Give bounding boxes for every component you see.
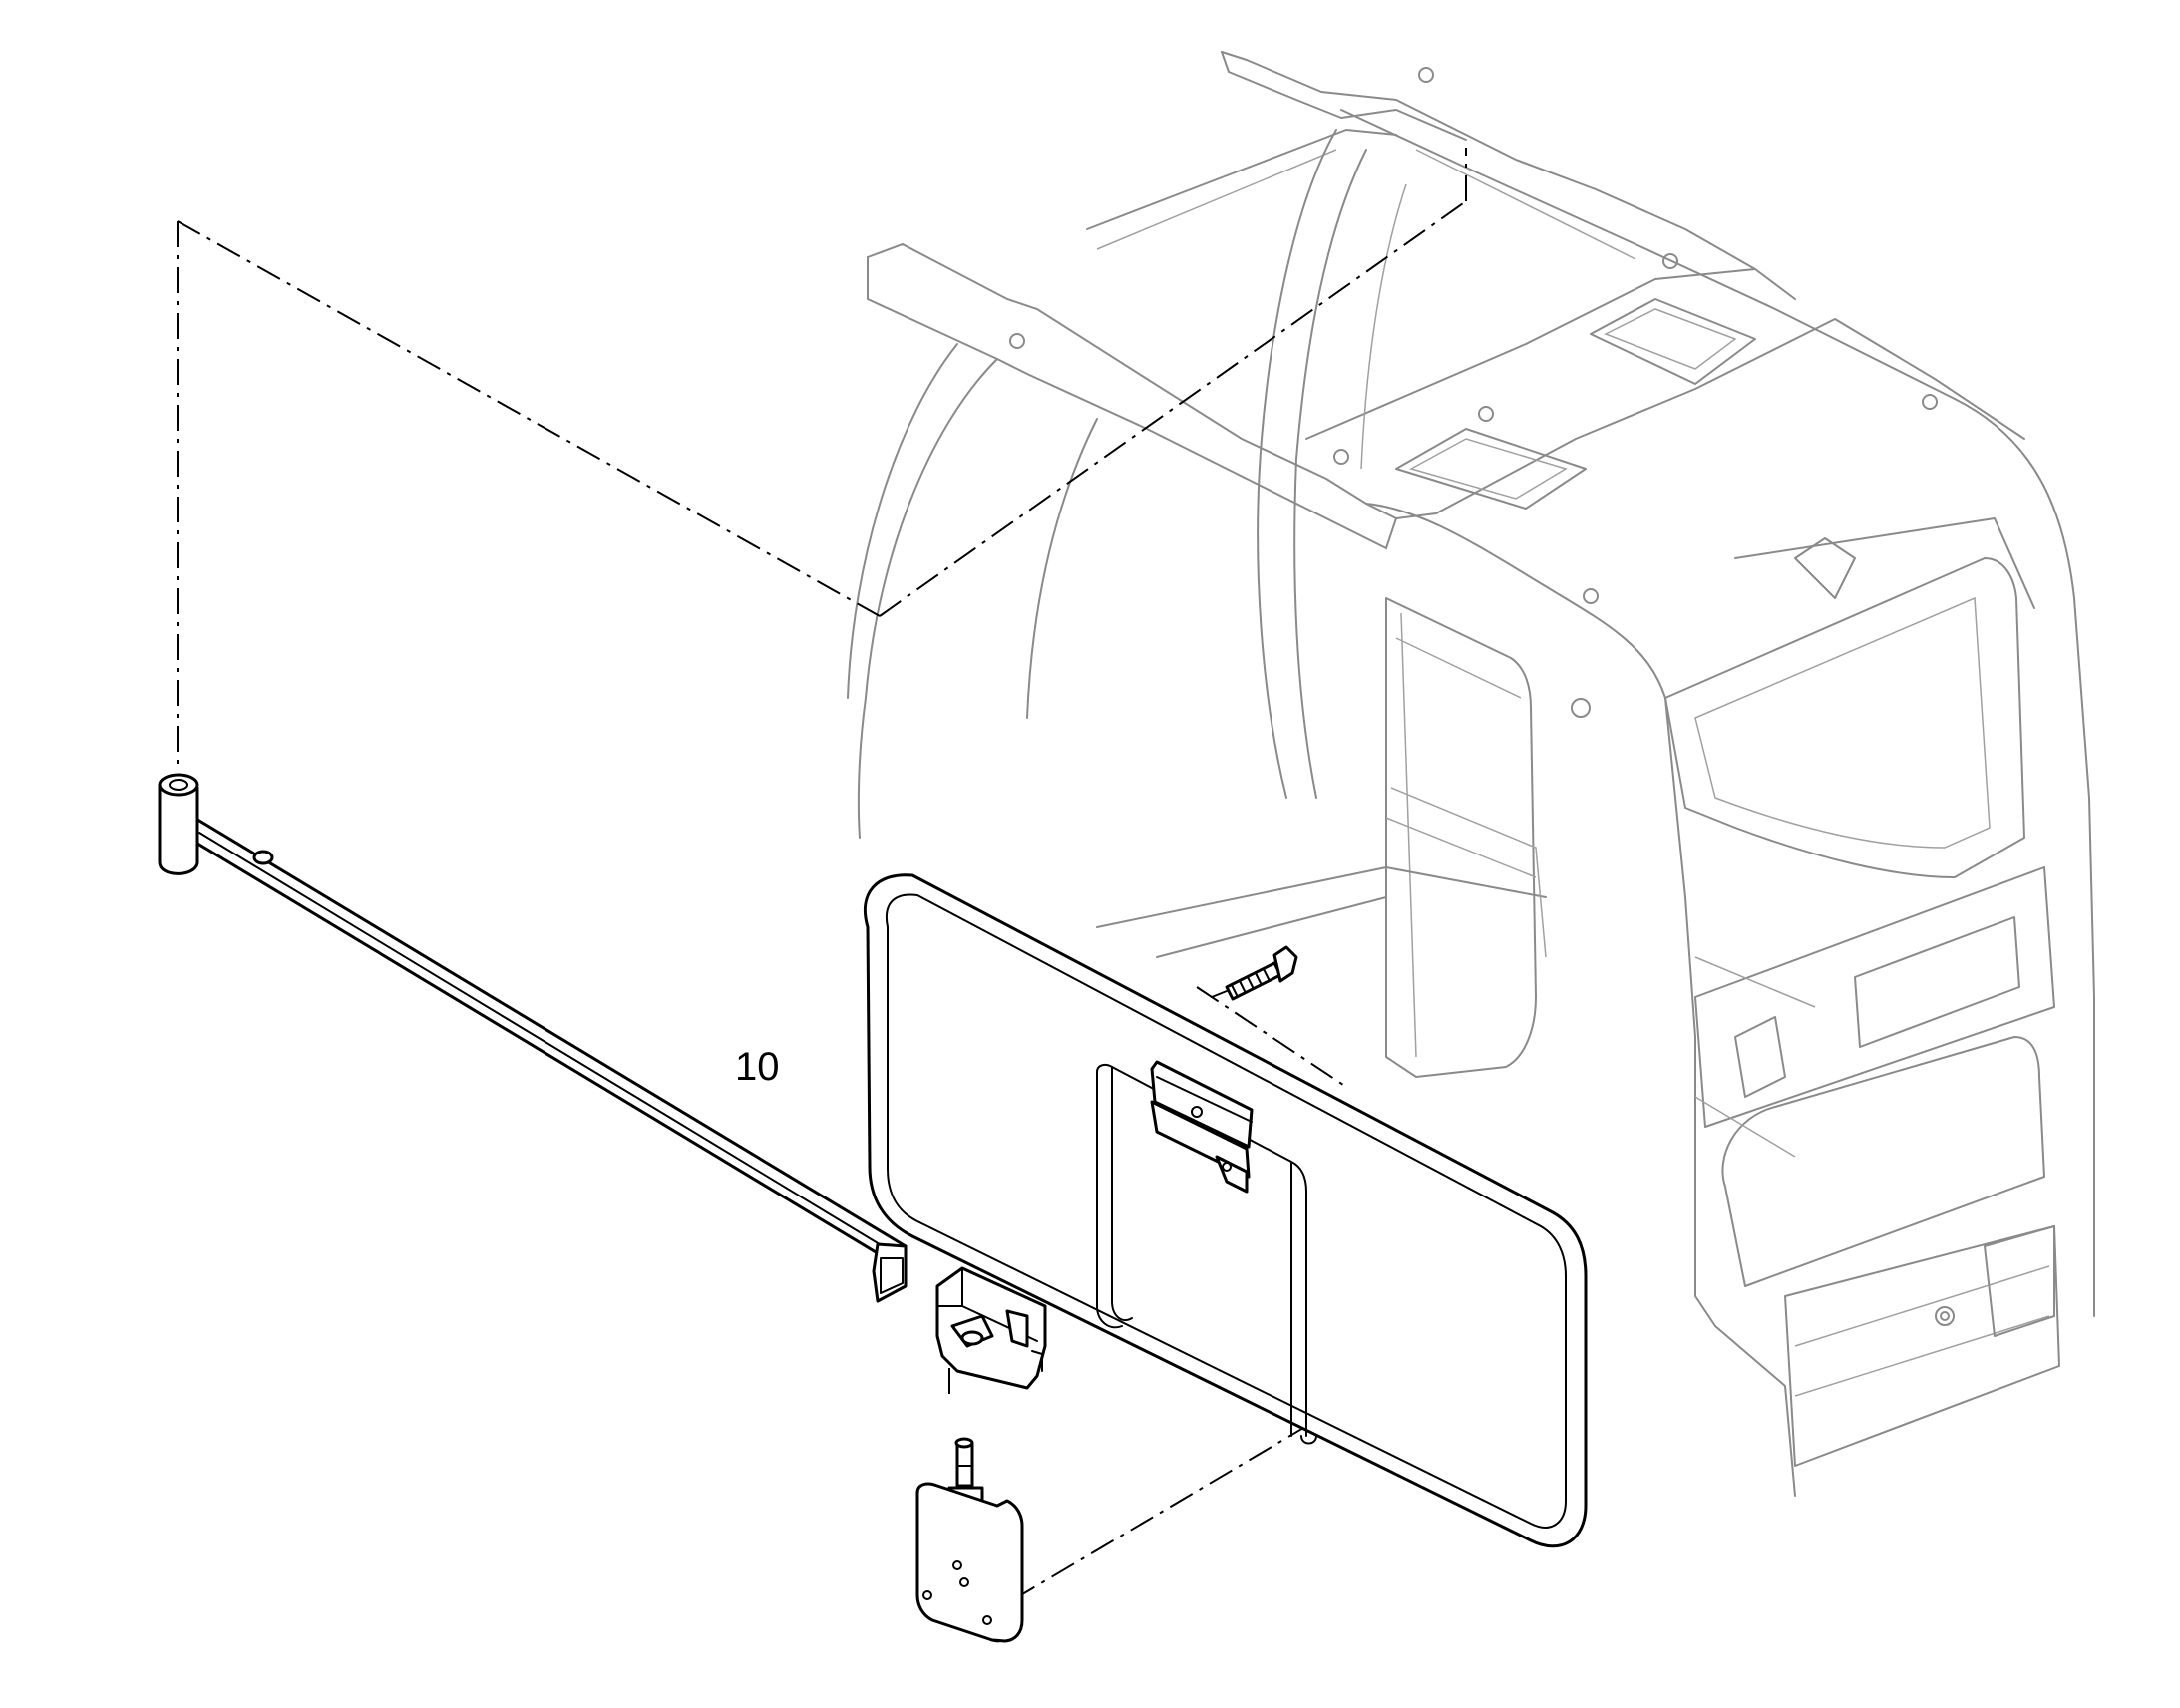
cab-frame [847, 51, 2095, 1497]
mirror-panel [863, 873, 1588, 1548]
bracket-bolt-hole [1191, 1106, 1203, 1118]
cab-door-frame [1385, 597, 1537, 1078]
mirror-arm [158, 773, 908, 1303]
callout-label: 10 [735, 1045, 780, 1089]
clamp-body [935, 1266, 1047, 1390]
screw-head [1272, 945, 1298, 983]
mirror-glass-edge [885, 893, 1567, 1529]
mount-plate-assembly [915, 1437, 1024, 1643]
cab-front-pillar [857, 358, 998, 839]
cab-rear-window [1664, 557, 2025, 878]
arm-post [158, 784, 199, 875]
plate-bolt-hole [952, 1560, 962, 1570]
screw [1211, 945, 1298, 1001]
screw-shank [1225, 961, 1282, 1001]
mirror-mount-bracket [1150, 1060, 1254, 1149]
roof-hatch-right [1590, 298, 1756, 385]
cab-roof-rear-beam [1221, 51, 1796, 300]
clamp-block [935, 1266, 1047, 1390]
mirror-assembly [863, 873, 1588, 1548]
cab-front-beam [867, 242, 1398, 550]
cab-lower-right-panel [1694, 866, 2055, 1128]
roof-hatch-left [1395, 428, 1587, 510]
arm-tube-end [872, 1242, 908, 1303]
